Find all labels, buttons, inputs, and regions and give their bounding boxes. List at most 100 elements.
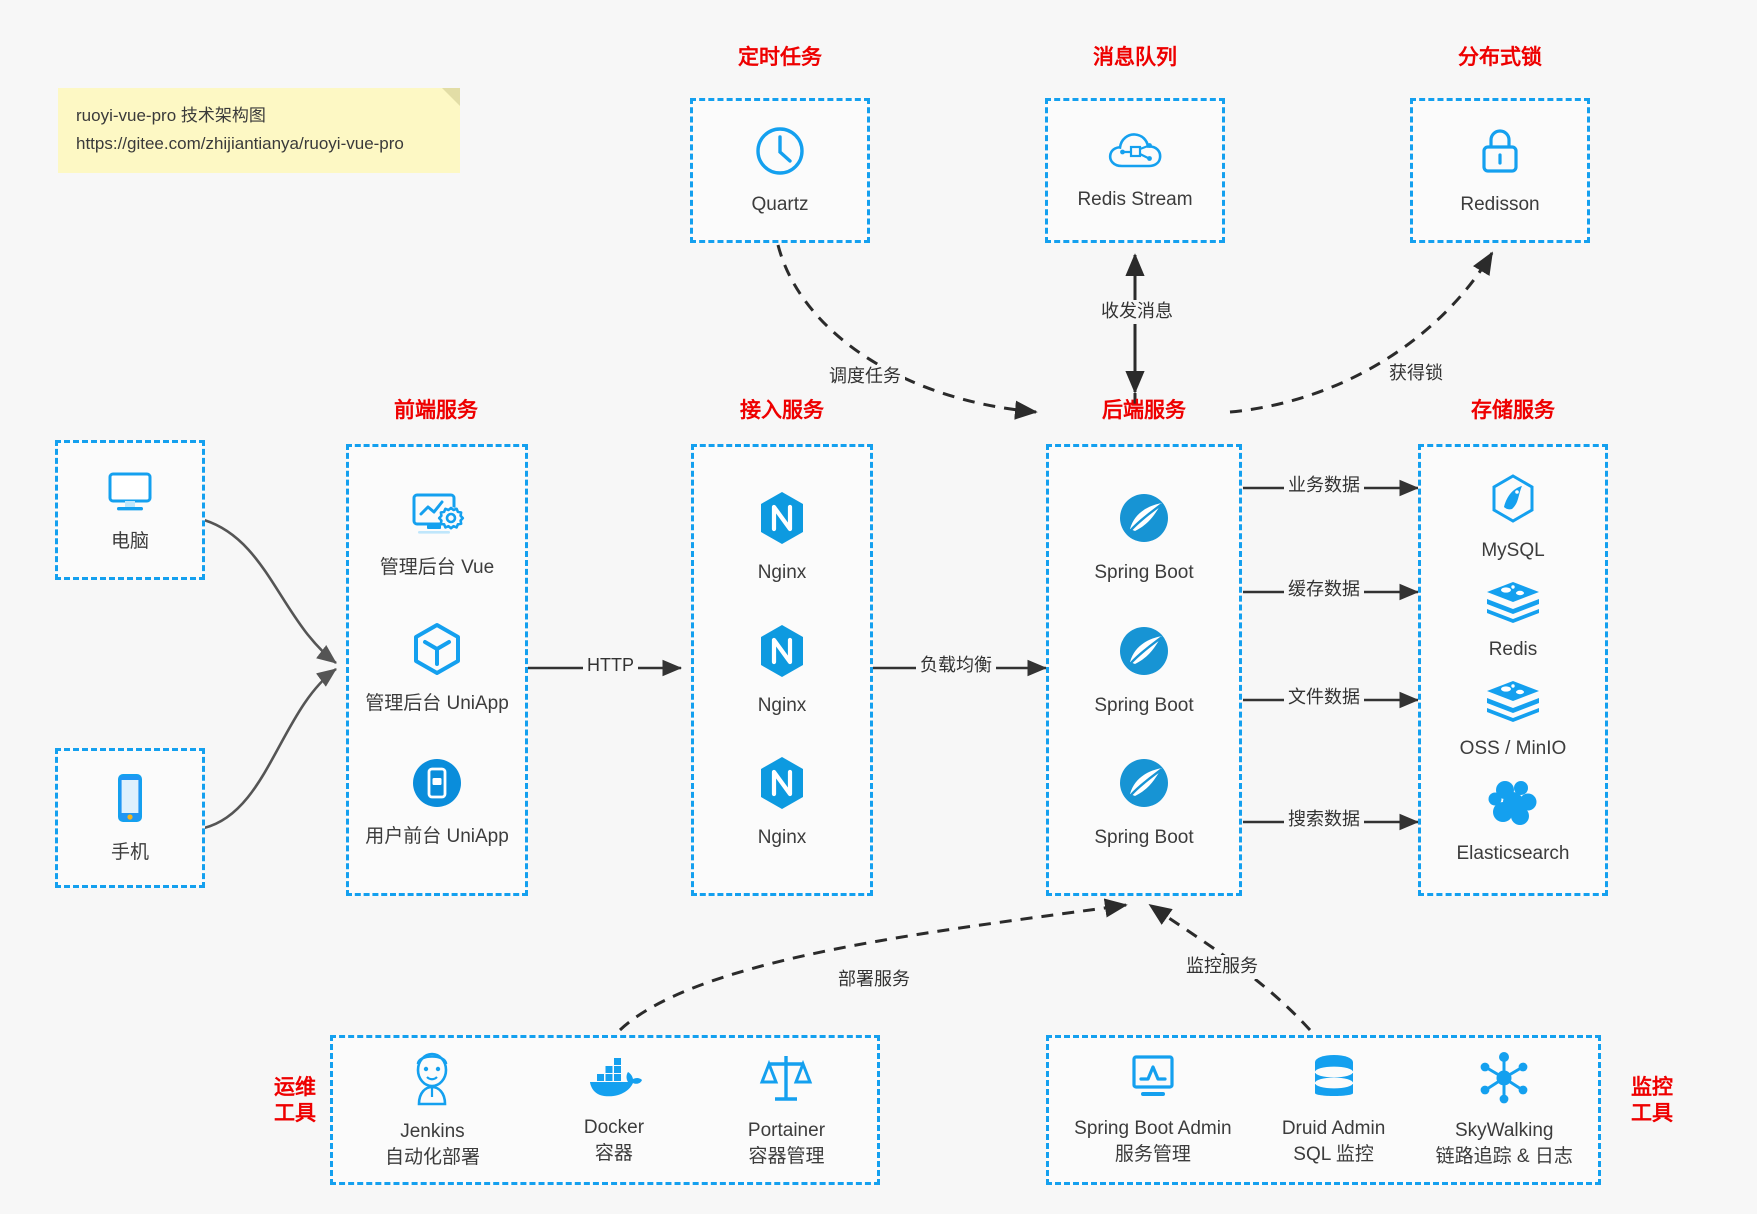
node-redis[interactable]: Redis — [1485, 580, 1541, 663]
group-devops: Jenkins 自动化部署 Docker 容器 — [330, 1035, 880, 1185]
node-admin-vue[interactable]: 管理后台 Vue — [380, 490, 494, 581]
docker-icon — [584, 1054, 644, 1107]
node-nginx-3[interactable]: Nginx — [755, 754, 809, 851]
group-client-phone: 手机 — [55, 748, 205, 888]
group-frontend: 管理后台 Vue 管理后台 UniApp 用户前台 UniApp — [346, 444, 528, 896]
node-label: Nginx — [757, 694, 807, 716]
node-quartz[interactable]: Quartz — [751, 123, 809, 218]
group-mq: Redis Stream — [1045, 98, 1225, 243]
node-elasticsearch[interactable]: Elasticsearch — [1457, 778, 1570, 867]
node-sublabel: 容器 — [594, 1142, 633, 1164]
node-label: Spring Boot — [1094, 694, 1194, 716]
node-label: 手机 — [110, 841, 149, 863]
edge-label-file-data: 文件数据 — [1284, 686, 1364, 710]
node-oss-minio[interactable]: OSS / MinIO — [1459, 679, 1567, 762]
padlock-icon — [1474, 123, 1526, 184]
edge-label-send-receive-message: 收发消息 — [1097, 300, 1177, 324]
node-label: Redisson — [1460, 194, 1540, 216]
node-sublabel: 自动化部署 — [384, 1146, 480, 1168]
group-title-frontend: 前端服务 — [394, 399, 478, 422]
node-label: Elasticsearch — [1456, 843, 1570, 865]
node-label: 管理后台 UniApp — [365, 692, 509, 714]
node-label: Spring Boot Admin — [1074, 1117, 1232, 1139]
node-label: Spring Boot — [1094, 827, 1194, 849]
edge-label-monitor-service: 监控服务 — [1182, 955, 1262, 979]
node-druid-admin[interactable]: Druid Admin SQL 监控 — [1282, 1053, 1385, 1167]
group-backend: Spring Boot Spring Boot Spring Boot — [1046, 444, 1242, 896]
edge-label-load-balance: 负载均衡 — [916, 654, 996, 678]
sticky-note: ruoyi-vue-pro 技术架构图 https://gitee.com/zh… — [58, 88, 460, 174]
node-label: SkyWalking — [1454, 1119, 1554, 1141]
group-gateway: Nginx Nginx Nginx — [691, 444, 873, 896]
node-docker[interactable]: Docker 容器 — [584, 1054, 644, 1166]
edge-label-deploy-service: 部署服务 — [834, 968, 914, 992]
node-mysql[interactable]: MySQL — [1481, 473, 1545, 564]
elasticsearch-icon — [1487, 778, 1539, 833]
group-client-computer: 电脑 — [55, 440, 205, 580]
group-monitor: Spring Boot Admin 服务管理 Druid Admin SQL 监… — [1046, 1035, 1601, 1185]
edge-label-acquire-lock: 获得锁 — [1385, 362, 1447, 386]
dashboard-gear-icon — [408, 490, 466, 547]
edge-label-http: HTTP — [583, 654, 638, 678]
nginx-icon — [755, 754, 809, 817]
node-jenkins[interactable]: Jenkins 自动化部署 — [385, 1050, 480, 1170]
node-spring-boot-3[interactable]: Spring Boot — [1094, 754, 1194, 851]
node-portainer[interactable]: Portainer 容器管理 — [748, 1051, 825, 1169]
note-url: https://gitee.com/zhijiantianya/ruoyi-vu… — [76, 133, 404, 153]
group-title-scheduler: 定时任务 — [738, 46, 822, 69]
monitor-chart-icon — [1124, 1053, 1182, 1108]
node-user-uniapp[interactable]: 用户前台 UniApp — [365, 755, 509, 850]
node-label: Nginx — [757, 562, 807, 583]
group-storage: MySQL Redis — [1418, 444, 1608, 896]
mobile-phone-icon — [110, 771, 150, 832]
spring-boot-icon — [1115, 622, 1173, 685]
node-label: Spring Boot — [1094, 562, 1194, 583]
node-spring-boot-admin[interactable]: Spring Boot Admin 服务管理 — [1074, 1053, 1232, 1167]
node-label: Portainer — [747, 1119, 826, 1141]
node-sublabel: SQL 监控 — [1293, 1143, 1374, 1165]
node-label: Docker — [583, 1116, 645, 1138]
node-label: Nginx — [757, 827, 807, 849]
cloud-stream-icon — [1106, 128, 1164, 179]
node-redis-stream[interactable]: Redis Stream — [1077, 128, 1193, 213]
node-admin-uniapp[interactable]: 管理后台 UniApp — [365, 620, 509, 717]
node-sublabel: 容器管理 — [748, 1145, 825, 1167]
portainer-icon — [757, 1051, 815, 1110]
nginx-icon — [755, 489, 809, 552]
node-spring-boot-2[interactable]: Spring Boot — [1094, 622, 1194, 719]
skywalking-icon — [1476, 1051, 1532, 1110]
node-skywalking[interactable]: SkyWalking 链路追踪 & 日志 — [1436, 1051, 1573, 1169]
node-nginx-2[interactable]: Nginx — [755, 622, 809, 719]
group-title-devops: 运维 工具 — [274, 1076, 316, 1126]
group-title-backend: 后端服务 — [1102, 399, 1186, 422]
node-sublabel: 服务管理 — [1114, 1143, 1191, 1165]
node-label: OSS / MinIO — [1459, 738, 1567, 760]
node-redisson[interactable]: Redisson — [1460, 123, 1540, 218]
edge-label-business-data: 业务数据 — [1284, 474, 1364, 498]
edge-label-search-data: 搜索数据 — [1284, 808, 1364, 832]
node-phone[interactable]: 手机 — [110, 771, 150, 866]
desktop-computer-icon — [102, 466, 158, 521]
group-lock: Redisson — [1410, 98, 1590, 243]
group-title-storage: 存储服务 — [1471, 399, 1555, 422]
node-computer[interactable]: 电脑 — [102, 466, 158, 555]
edge-label-schedule-task: 调度任务 — [825, 365, 905, 389]
node-label: MySQL — [1481, 540, 1545, 562]
edge-label-cache-data: 缓存数据 — [1284, 578, 1364, 602]
node-label: Redis — [1488, 639, 1538, 661]
group-title-gateway: 接入服务 — [740, 399, 824, 422]
database-icon — [1308, 1053, 1360, 1108]
node-spring-boot-1[interactable]: Spring Boot — [1094, 489, 1194, 586]
node-label: 用户前台 UniApp — [365, 826, 509, 847]
oss-minio-icon — [1485, 679, 1541, 728]
node-label: Redis Stream — [1077, 189, 1193, 211]
node-label: 电脑 — [110, 530, 149, 552]
group-title-monitor: 监控 工具 — [1631, 1076, 1673, 1126]
mysql-icon — [1487, 473, 1539, 530]
clock-icon — [752, 123, 808, 184]
node-label: Quartz — [751, 194, 809, 216]
jenkins-icon — [406, 1050, 458, 1111]
node-nginx-1[interactable]: Nginx — [755, 489, 809, 586]
spring-boot-icon — [1115, 489, 1173, 552]
